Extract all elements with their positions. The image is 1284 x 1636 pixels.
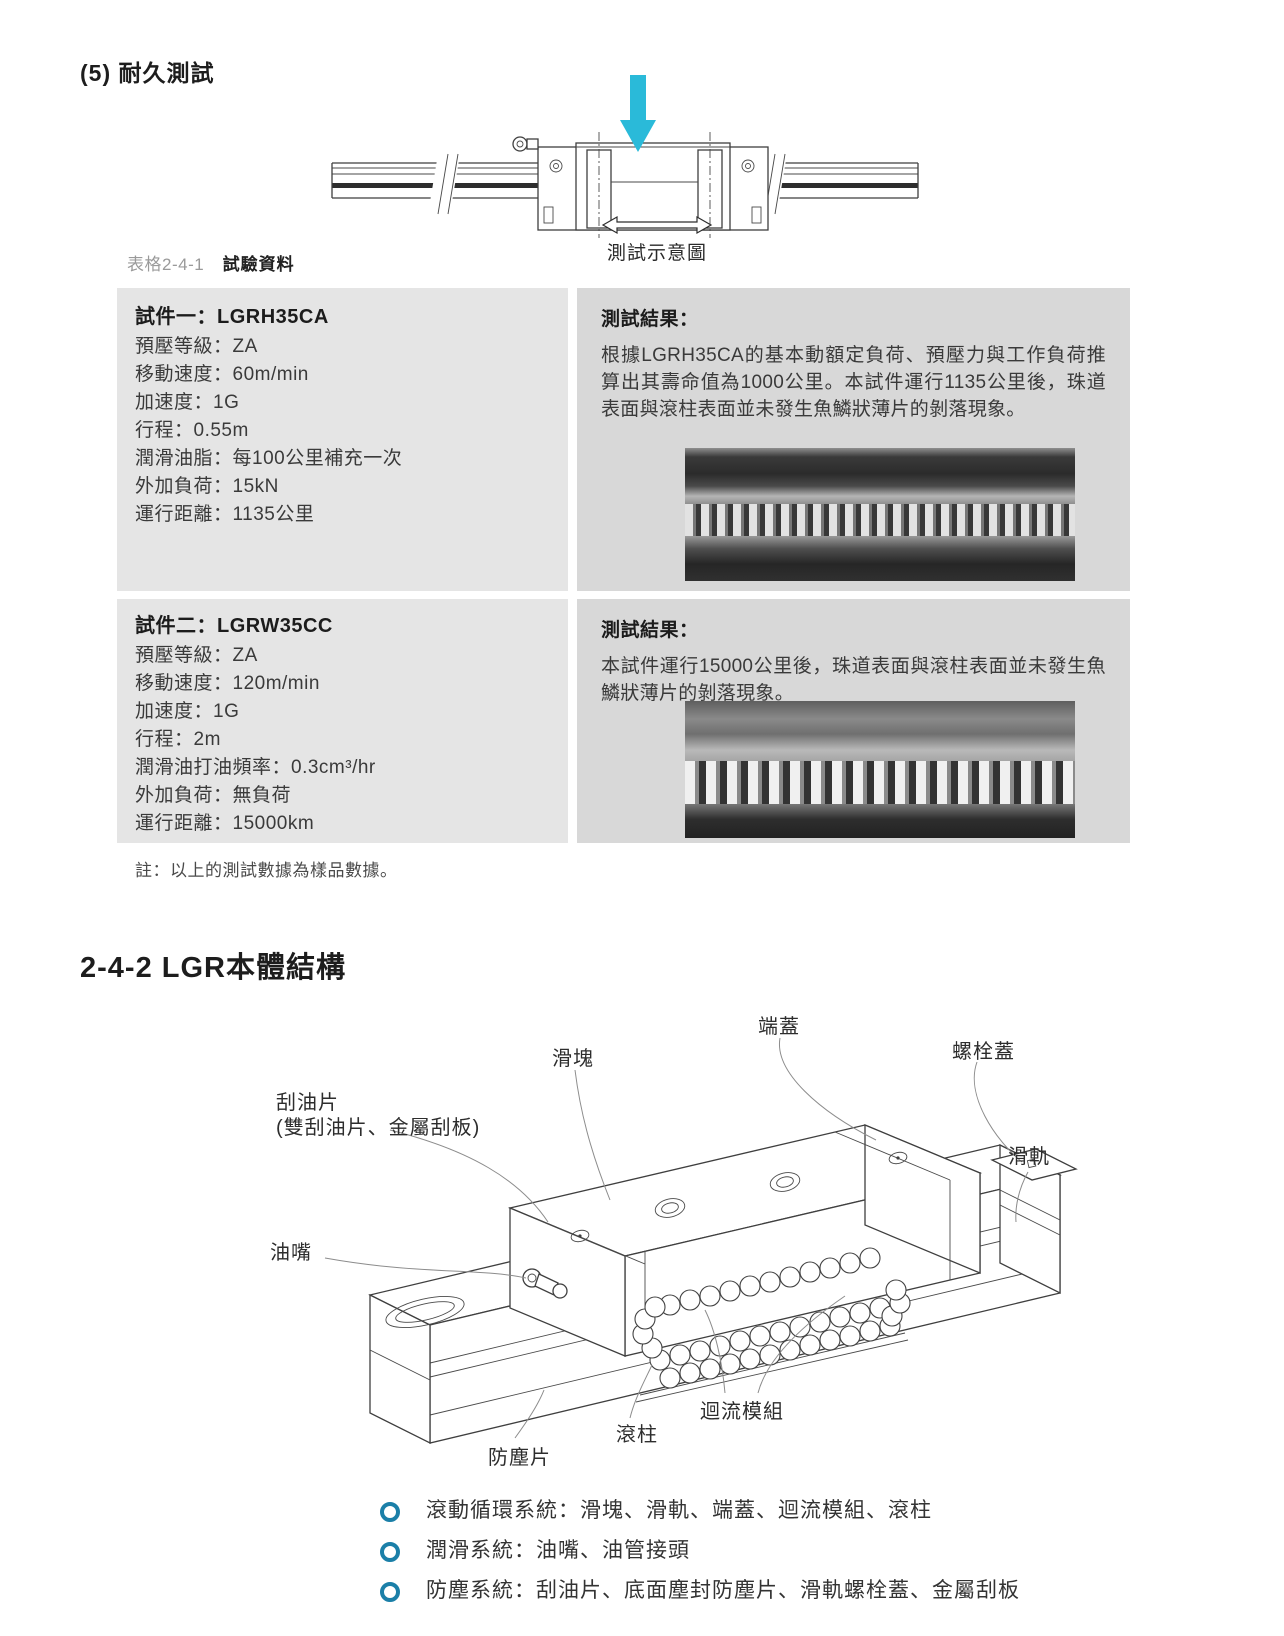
specimen1-wear-photo [685,448,1075,581]
photo-roller-band [685,503,1075,536]
label-dust-plate: 防塵片 [488,1447,551,1469]
specimen1-result-cell: 測試結果： 根據LGRH35CA的基本動額定負荷、預壓力與工作負荷推算出其壽命值… [577,288,1130,591]
spec-line: 移動速度：60m/min [135,364,309,385]
spec-line: 行程：2m [135,729,221,750]
result2-title: 測試結果： [601,620,699,641]
label-roller: 滾柱 [616,1424,658,1446]
system-text: 滾動循環系統：滑塊、滑軌、端蓋、迴流模組、滾柱 [426,1499,932,1522]
spec-line: 行程：0.55m [135,420,249,441]
spec-line: 外加負荷：15kN [135,476,279,497]
bullet-ring-icon [380,1582,400,1602]
specimen2-result-cell: 測試結果： 本試件運行15000公里後，珠道表面與滾柱表面並未發生魚鱗狀薄片的剝… [577,599,1130,843]
table-title: 試驗資料 [222,255,295,274]
table-note: 註：以上的測試數據為樣品數據。 [135,861,398,880]
specimen2-wear-photo [685,701,1075,838]
result1-text: 根據LGRH35CA的基本動額定負荷、預壓力與工作負荷推算出其壽命值為1000公… [601,345,1106,420]
result1-title: 測試結果： [601,309,699,330]
system-text: 潤滑系統：油嘴、油管接頭 [426,1539,690,1562]
test-schematic-diagram [331,75,919,238]
spec-line: 移動速度：120m/min [135,673,320,694]
section-title-structure: 2-4-2 LGR本體結構 [80,952,346,984]
photo-rail-band [685,448,1075,504]
section-title-durability-test: (5) 耐久測試 [80,60,215,86]
load-arrow-icon [620,75,656,152]
specimen1-title: 試件一：LGRH35CA [135,306,329,328]
spec-line: 外加負荷：無負荷 [135,785,292,806]
spec-line: 加速度：1G [135,392,240,413]
spec-line: 運行距離：15000km [135,813,315,834]
photo-shadow-band [685,803,1075,838]
spec-line: 潤滑油脂：每100公里補充一次 [135,448,403,469]
leader-lines [324,1037,1029,1439]
photo-shadow-band [685,535,1075,581]
bullet-ring-icon [380,1542,400,1562]
diagram-caption: 測試示意圖 [606,243,707,264]
label-wiper: 刮油片 [276,1092,339,1114]
label-recirculation-module: 迴流模組 [700,1401,784,1423]
specimen2-spec-cell: 試件二：LGRW35CC 預壓等級：ZA 移動速度：120m/min 加速度：1… [117,599,568,843]
stroke-arrow-icon [601,215,713,235]
spec-line: 潤滑油打油頻率：0.3cm³/hr [135,757,376,778]
table-number: 表格2-4-1 [127,255,205,274]
label-end-cap: 端蓋 [758,1016,800,1038]
spec-line: 加速度：1G [135,701,240,722]
table-label-row: 表格2-4-1 試驗資料 [127,250,295,275]
spec-line: 預壓等級：ZA [135,336,258,357]
grease-nipple-isometric [522,1268,568,1299]
label-bolt-cover: 螺栓蓋 [952,1041,1015,1063]
carriage-block-isometric [507,1124,983,1357]
label-wiper-detail: (雙刮油片、金屬刮板) [276,1117,481,1139]
system-text: 防塵系統：刮油片、底面塵封防塵片、滑軌螺栓蓋、金屬刮板 [426,1579,1020,1602]
bullet-ring-icon [380,1502,400,1522]
bolt-cover-isometric [990,1148,1078,1181]
specimen1-spec-cell: 試件一：LGRH35CA 預壓等級：ZA 移動速度：60m/min 加速度：1G… [117,288,568,591]
system-bullet-lubrication: 潤滑系統：油嘴、油管接頭 [380,1538,690,1564]
system-bullet-dustproof: 防塵系統：刮油片、底面塵封防塵片、滑軌螺栓蓋、金屬刮板 [380,1578,1020,1604]
photo-rail-band [685,701,1075,762]
spec-line: 預壓等級：ZA [135,645,258,666]
label-rail: 滑軌 [1008,1146,1050,1168]
structure-illustration [324,1037,1078,1445]
result2-text: 本試件運行15000公里後，珠道表面與滾柱表面並未發生魚鱗狀薄片的剝落現象。 [601,656,1106,704]
grease-nipple-drawing [512,136,539,152]
label-slider: 滑塊 [552,1048,594,1070]
spec-line: 運行距離：1135公里 [135,504,315,525]
label-grease-nipple: 油嘴 [270,1242,312,1264]
system-bullet-rolling: 滾動循環系統：滑塊、滑軌、端蓋、迴流模組、滾柱 [380,1498,932,1524]
specimen2-title: 試件二：LGRW35CC [135,615,333,637]
roller-bundle [632,1247,911,1403]
photo-roller-band [685,761,1075,804]
carriage-block-drawing [512,132,769,238]
